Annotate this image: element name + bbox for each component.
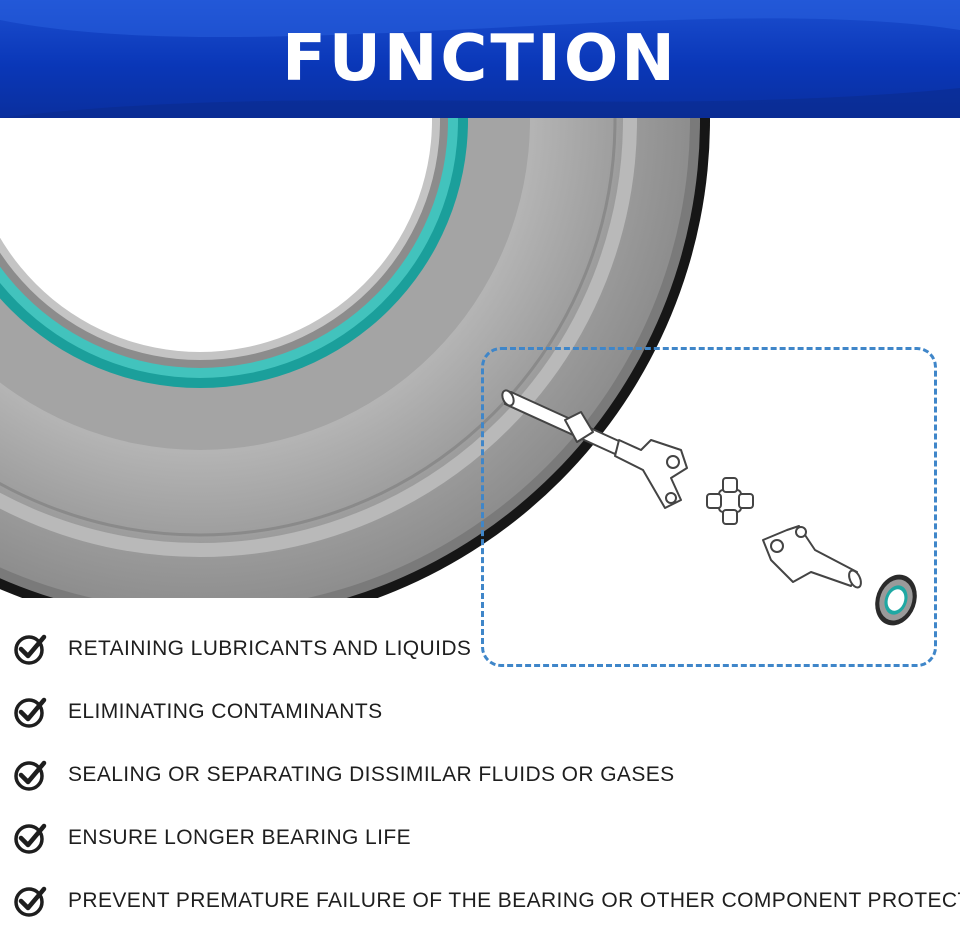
title-banner: FUNCTION xyxy=(0,0,960,118)
check-circle-icon xyxy=(14,886,47,917)
banner-swoosh xyxy=(0,0,960,118)
list-item: ELIMINATING CONTAMINANTS xyxy=(12,687,942,737)
check-circle-icon xyxy=(14,697,47,728)
u-joint-icon xyxy=(706,477,754,525)
list-item: RETAINING LUBRICANTS AND LIQUIDS xyxy=(12,624,942,674)
yoke-icon xyxy=(614,439,688,509)
driveline-diagram xyxy=(501,389,917,626)
check-circle-icon xyxy=(14,823,47,854)
feature-text: PREVENT PREMATURE FAILURE OF THE BEARING… xyxy=(68,889,960,912)
feature-text: ELIMINATING CONTAMINANTS xyxy=(68,700,383,723)
seal-icon xyxy=(875,574,917,626)
seal-center-hole xyxy=(0,118,432,352)
diagram-frame xyxy=(481,347,937,667)
oil-seal-illustration xyxy=(0,118,710,598)
feature-text: RETAINING LUBRICANTS AND LIQUIDS xyxy=(68,637,472,660)
check-circle-icon xyxy=(14,760,47,791)
check-circle-icon xyxy=(14,634,47,665)
shaft-icon xyxy=(501,389,622,455)
page-title: FUNCTION xyxy=(282,22,678,96)
list-item: ENSURE LONGER BEARING LIFE xyxy=(12,813,942,863)
feature-text: SEALING OR SEPARATING DISSIMILAR FLUIDS … xyxy=(68,763,675,786)
list-item: SEALING OR SEPARATING DISSIMILAR FLUIDS … xyxy=(12,750,942,800)
slip-yoke-icon xyxy=(762,525,862,589)
feature-text: ENSURE LONGER BEARING LIFE xyxy=(68,826,411,849)
list-item: PREVENT PREMATURE FAILURE OF THE BEARING… xyxy=(12,876,960,926)
